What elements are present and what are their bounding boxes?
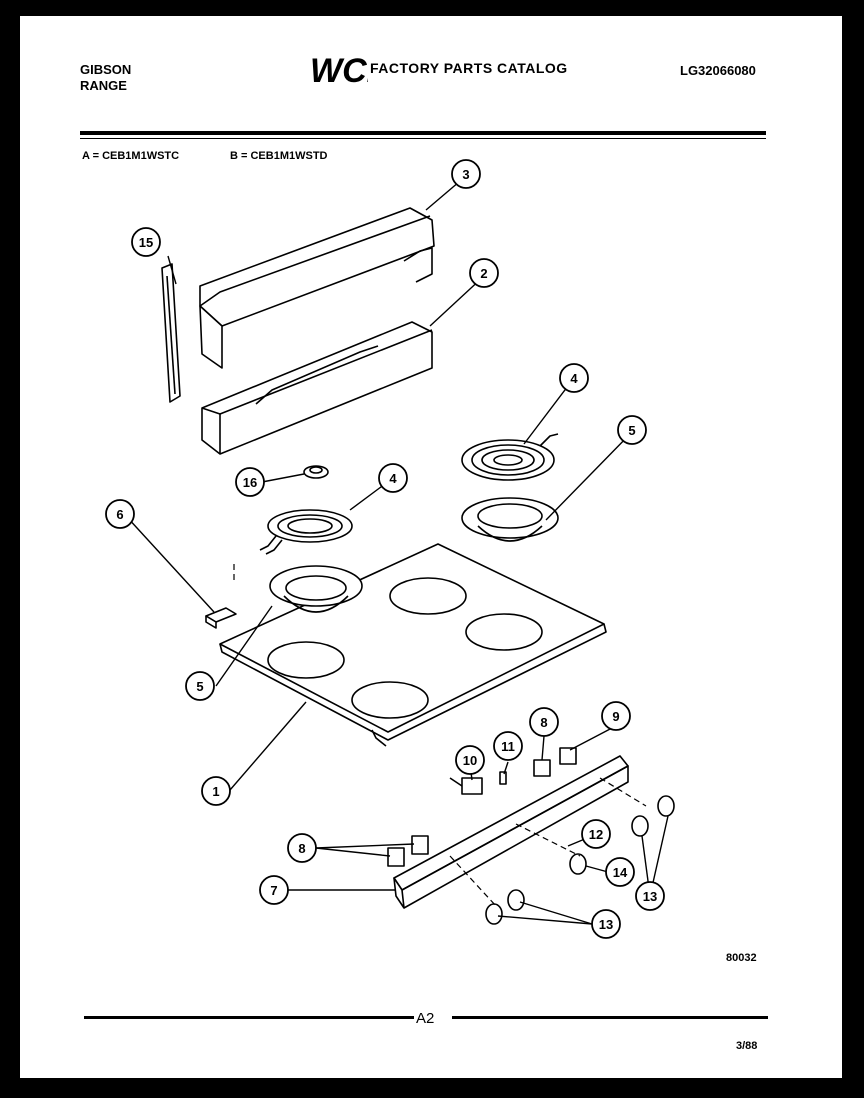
part-backguard-lower	[201, 321, 433, 455]
callout-15	[131, 227, 161, 257]
callout-5-lower-num: 5	[196, 679, 203, 694]
part-knob-upper	[533, 759, 551, 777]
callout-5-upper	[617, 415, 647, 445]
callout-6	[105, 499, 135, 529]
callout-12-num: 12	[589, 827, 603, 842]
part-light-pin	[499, 771, 507, 785]
callout-8-upper	[529, 707, 559, 737]
callout-8-lower	[287, 833, 317, 863]
callout-7-num: 7	[270, 883, 277, 898]
callout-9-num: 9	[612, 709, 619, 724]
model-b-label: B = CEB1M1WSTD	[230, 150, 328, 162]
callout-6-num: 6	[116, 507, 123, 522]
catalog-title: FACTORY PARTS CATALOG	[370, 60, 568, 76]
part-control-panel	[393, 755, 629, 909]
callout-11-num: 11	[501, 739, 515, 754]
callout-15-num: 15	[139, 235, 153, 250]
callout-4-upper	[559, 363, 589, 393]
callout-12	[581, 819, 611, 849]
callout-16-num: 16	[243, 475, 257, 490]
page-number: A2	[416, 1010, 435, 1027]
logo-text: WCI	[310, 52, 368, 88]
callout-11	[493, 731, 523, 761]
brand-block: GIBSON RANGE	[80, 62, 131, 94]
callout-14-num: 14	[613, 865, 628, 880]
callout-2-num: 2	[480, 266, 487, 281]
exploded-parts-diagram: 1 2 3 4 4 5 5 6 7 8 8 9 10 11 12 13 13 1…	[105, 159, 675, 939]
callout-8-upper-num: 8	[540, 715, 547, 730]
callout-5-upper-num: 5	[628, 423, 635, 438]
part-coil-element-large	[461, 433, 559, 481]
footer-rule-left	[84, 1016, 414, 1019]
date-code: 3/88	[736, 1040, 758, 1052]
part-drip-bowl-right	[461, 497, 559, 542]
wci-logo: WCI	[310, 52, 368, 88]
catalog-model-id: LG32066080	[680, 63, 756, 78]
callout-13-bottom-num: 13	[599, 917, 613, 932]
callout-7	[259, 875, 289, 905]
part-knob-9	[559, 747, 577, 765]
catalog-sheet: GIBSON RANGE WCI FACTORY PARTS CATALOG L…	[20, 16, 842, 1078]
diagram-code: 80032	[726, 952, 757, 964]
callout-4-upper-num: 4	[570, 371, 578, 386]
header-rule	[80, 131, 766, 135]
callout-3	[451, 159, 481, 189]
callout-14	[605, 857, 635, 887]
callout-4-lower	[378, 463, 408, 493]
part-side-trim	[161, 263, 181, 403]
callout-10-num: 10	[463, 753, 477, 768]
callout-3-num: 3	[462, 167, 469, 182]
part-knob-lower-a	[387, 847, 405, 867]
callout-16	[235, 467, 265, 497]
callout-9	[601, 701, 631, 731]
callout-4-lower-num: 4	[389, 471, 397, 486]
callout-13-right-num: 13	[643, 889, 657, 904]
callout-1	[201, 776, 231, 806]
callout-10	[455, 745, 485, 775]
part-cooktop	[219, 543, 607, 747]
brand-name: GIBSON	[80, 62, 132, 77]
part-drip-bowl-left	[269, 565, 363, 613]
part-coil-element-small	[259, 509, 353, 555]
model-a-label: A = CEB1M1WSTC	[82, 150, 180, 162]
callout-13-bottom	[591, 909, 621, 939]
callout-5-lower	[185, 671, 215, 701]
callout-1-num: 1	[212, 784, 219, 799]
part-terminal-block	[205, 607, 237, 629]
callout-13-right	[635, 881, 665, 911]
part-knob-lower-b	[411, 835, 429, 855]
part-infinite-switch	[449, 777, 483, 795]
part-backguard-upper	[199, 207, 435, 369]
footer-rule-right	[452, 1016, 768, 1019]
header-rule-thin	[80, 138, 766, 139]
product-type: RANGE	[80, 78, 127, 93]
callout-8-lower-num: 8	[298, 841, 305, 856]
callout-2	[469, 258, 499, 288]
